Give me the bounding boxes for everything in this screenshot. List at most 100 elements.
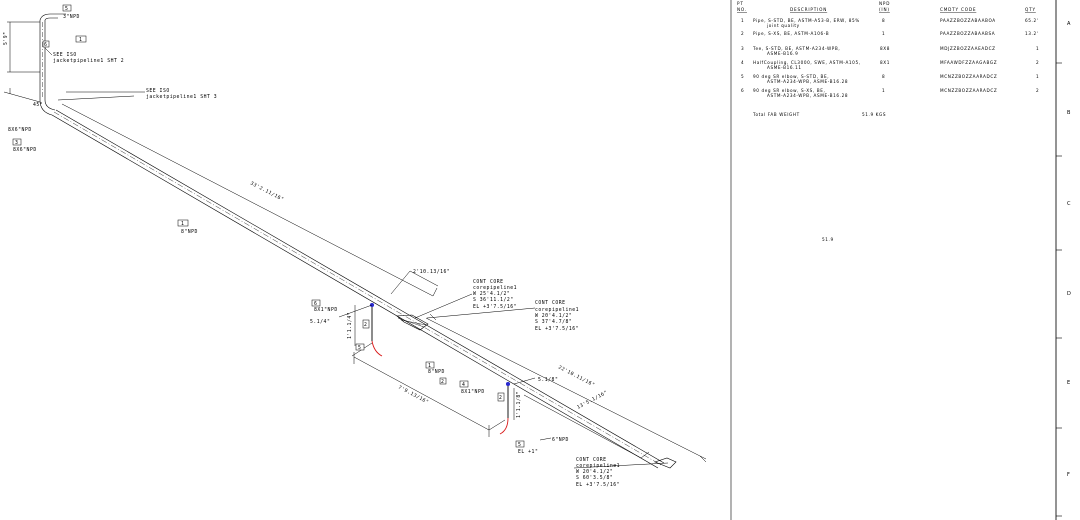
tag-3-box (12, 138, 22, 146)
bom-table: PT NO. DESCRIPTION NPD (IN) CMDTY CODE Q… (737, 1, 1039, 242)
cont-core-1-line: EL +3'7.5/16" (473, 304, 517, 310)
border-letter-d: D (1067, 291, 1071, 297)
border-letter-c: C (1067, 201, 1071, 207)
reducer-tag-label: 8X6"NPD (13, 147, 37, 153)
tag-6: 6 (44, 42, 47, 48)
dim-22-10: 22'10.11/16" (557, 364, 596, 388)
cont-core-1-line: corepipeline1 (473, 285, 517, 291)
tag-texts: 5 1 6 3 1 6 2 5 2 1 4 2 5 (15, 6, 521, 448)
dim-vertical: 5'9" (3, 31, 9, 45)
row-desc-2: ASME-B16.9 (767, 51, 798, 56)
cont-core-3-line: EL +3'7.5/16" (576, 482, 620, 488)
weight-center: 51.9 (822, 237, 834, 242)
riser-elbow (39, 99, 56, 116)
tee-right: 8X1"NPD (461, 389, 485, 395)
cont-core-2-line: W 20'4.1/2" (535, 313, 572, 319)
cont-core-1-line: CONT CORE (473, 279, 504, 285)
row-desc-2: ASME-B16.11 (767, 65, 802, 70)
reducer-label: 8X6"NPD (8, 127, 32, 133)
row-pt: 1 (741, 18, 744, 23)
angle-45: 45° (33, 102, 43, 108)
cont-core-3: CONT CORE corepipeline1 W 20'4.1/2" S 60… (576, 457, 620, 488)
row-qty: 65.2' (1025, 18, 1038, 23)
border-letter-f: F (1067, 472, 1070, 478)
tag-1-main: 1 (181, 221, 184, 227)
row-desc: 90 deg SR elbow, S-XS, BE, (753, 88, 825, 93)
tag-1-main-box (177, 219, 189, 227)
cont-core-2: CONT CORE corepipeline1 W 20'4.1/2" S 37… (535, 300, 579, 332)
tag-2-left: 2 (364, 322, 367, 328)
tag-2-right: 2 (499, 395, 502, 401)
tag-5: 5 (65, 6, 68, 12)
end-reducer (654, 457, 677, 469)
cont-core-2-line: EL +3'7.5/16" (535, 326, 579, 332)
cont-core-1-line: S 36'11.1/2" (473, 297, 514, 303)
header-qty: QTY (1025, 7, 1036, 12)
row-desc: HalfCoupling, CL3000, SWE, ASTM-A105, (753, 60, 861, 65)
bom-row: 6 90 deg SR elbow, S-XS, BE, ASTM-A234-W… (741, 88, 1039, 98)
npd-6: 6"NPD (552, 437, 569, 443)
row-npd: 8 (882, 18, 885, 23)
dim-5-1-8: 5.1/8" (538, 377, 558, 383)
tag-6-box (42, 40, 50, 48)
tag-5-left: 5 (358, 345, 361, 351)
branch-right-elbow (499, 417, 509, 435)
tag-2-mid-box (439, 377, 447, 385)
row-npd: 8X8 (880, 46, 890, 51)
row-npd: 1 (882, 88, 885, 93)
bom-row: 1 Pipe, S-STD, BE, ASTM-A53-B, ERW, 85% … (741, 18, 1038, 28)
row-desc: Tee, S-STD, BE, ASTM-A234-WPB, (752, 46, 840, 51)
main-pipe-centerline (53, 111, 662, 466)
tag-1-top: 1 (79, 37, 82, 43)
tag-6-left-box (311, 299, 321, 307)
vertical-riser-top (39, 13, 58, 21)
row-qty: 2 (1036, 60, 1039, 65)
row-desc: Pipe, S-XS, BE, ASTM-A106-B (753, 31, 829, 36)
branch-left-elbow (371, 340, 383, 357)
cont-core-1-line: W 25'4.1/2" (473, 291, 510, 297)
bom-header: PT NO. DESCRIPTION NPD (IN) CMDTY CODE Q… (737, 1, 1036, 12)
row-code: MCNZZBOZZAARADCZ (940, 74, 997, 79)
tag-2-left-box (362, 319, 370, 329)
cont-core-3-line: W 20'4.1/2" (576, 469, 613, 475)
el-1: EL +1" (518, 449, 538, 455)
dimension-lines (3, 13, 707, 469)
npd-3-top: 3"NPD (63, 14, 80, 20)
header-pt: PT (737, 1, 744, 6)
tag-2-right-box (497, 392, 505, 402)
row-qty: 1 (1036, 74, 1039, 79)
bom-row: 4 HalfCoupling, CL3000, SWE, ASTM-A105, … (741, 60, 1039, 70)
tag-1-mid: 1 (428, 363, 431, 369)
row-pt: 4 (741, 60, 744, 65)
row-npd: 8X1 (880, 60, 890, 65)
cont-core-2-line: CONT CORE (535, 300, 566, 306)
row-code: MFAAWDFZZAAGABGZ (940, 60, 997, 65)
tag-5-box (62, 4, 72, 12)
bom-row: 5 90 deg SR elbow, S-STD, BE, ASTM-A234-… (741, 74, 1039, 84)
tag-1-top-box (75, 35, 87, 43)
tag-5-right: 5 (518, 442, 521, 448)
row-pt: 6 (741, 88, 744, 93)
npd-1-mid: 8"NPD (428, 369, 445, 375)
see-iso-1-line1: SEE ISO (53, 52, 77, 58)
see-iso-1-line2: jacketpipeline1 SHT 2 (53, 58, 124, 64)
header-npd-unit: (IN) (879, 7, 890, 12)
border-letter-b: B (1067, 110, 1071, 116)
border-letter-e: E (1067, 380, 1070, 386)
cont-core-2-line: corepipeline1 (535, 307, 579, 313)
row-npd: 1 (882, 31, 885, 36)
row-qty: 2 (1036, 88, 1039, 93)
bom-row: 3 Tee, S-STD, BE, ASTM-A234-WPB, ASME-B1… (741, 46, 1039, 56)
header-no: NO. (737, 7, 747, 12)
pipe-geometry (39, 13, 677, 469)
dim-5-1-4: 5.1/4" (310, 319, 330, 325)
row-qty: 1 (1036, 46, 1039, 51)
tag-2-mid: 2 (441, 379, 444, 385)
border-letter-a: A (1067, 21, 1071, 27)
tag-4-box (459, 380, 469, 388)
tag-5-left-box (355, 343, 365, 351)
tag-4: 4 (462, 382, 465, 388)
tag-6-left: 6 (314, 301, 317, 307)
tag-3: 3 (15, 140, 18, 146)
